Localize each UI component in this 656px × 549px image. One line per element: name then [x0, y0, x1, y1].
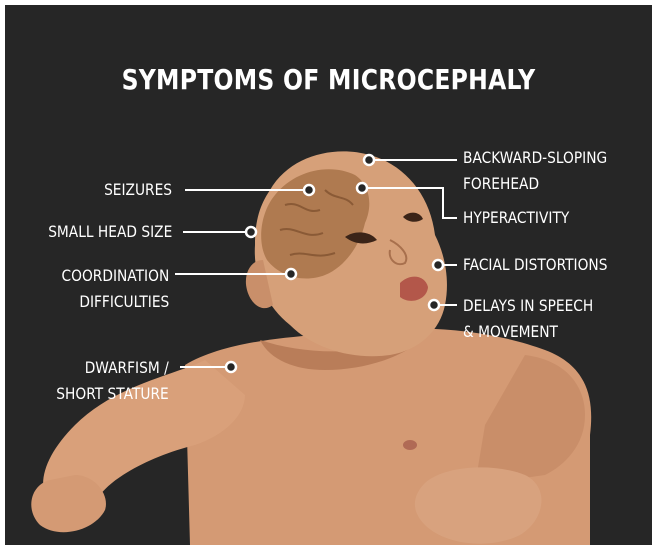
label-hyperactivity: HYPERACTIVITY: [463, 205, 569, 231]
infographic-panel: SYMPTOMS OF MICROCEPHALY SEIZURES SMALL …: [5, 5, 652, 545]
marker-small-head: [246, 227, 256, 237]
label-seizures: SEIZURES: [104, 177, 172, 203]
label-small-head-size: SMALL HEAD SIZE: [48, 219, 172, 245]
marker-speech: [429, 300, 439, 310]
label-delays-speech-movement: DELAYS IN SPEECH& MOVEMENT: [463, 293, 593, 345]
baby-left-hand: [31, 475, 106, 532]
marker-seizures: [304, 185, 314, 195]
marker-hyperactivity: [357, 183, 367, 193]
baby-nipple: [403, 440, 417, 450]
marker-forehead: [364, 155, 374, 165]
label-facial-distortions: FACIAL DISTORTIONS: [463, 252, 607, 278]
marker-dwarfism: [226, 362, 236, 372]
page-title: SYMPTOMS OF MICROCEPHALY: [57, 63, 600, 96]
marker-facial: [433, 260, 443, 270]
marker-coordination: [286, 269, 296, 279]
label-dwarfism: DWARFISM /SHORT STATURE: [57, 355, 169, 407]
